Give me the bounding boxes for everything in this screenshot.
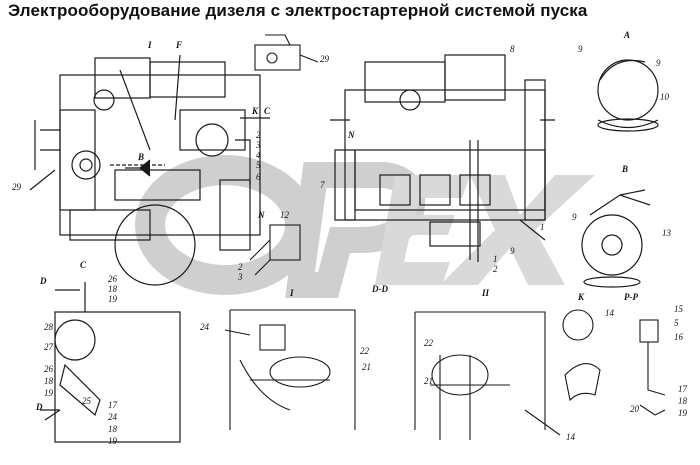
detail-c-bracket — [40, 282, 181, 443]
callout-label: 17 — [108, 400, 118, 410]
callout-label: C — [80, 260, 87, 270]
detail-ii-harness — [414, 311, 561, 440]
callout-label: 6 — [256, 172, 261, 182]
callout-label: 4 — [256, 150, 261, 160]
engine-side-view-left — [29, 54, 270, 286]
callout-label: N — [347, 130, 355, 140]
callout-label: 3 — [255, 140, 261, 150]
callout-label: 5 — [674, 318, 679, 328]
callout-label: 27 — [44, 342, 54, 352]
detail-a-starter-relay — [597, 59, 659, 132]
callout-label: F — [175, 40, 182, 50]
callout-label: 7 — [320, 180, 325, 190]
callout-label: 22 — [424, 338, 434, 348]
callout-label: 18 — [44, 376, 54, 386]
callout-label: 26 — [44, 364, 54, 374]
callout-label: 1 — [493, 254, 498, 264]
callout-label: 22 — [360, 346, 370, 356]
callout-label: 10 — [660, 92, 670, 102]
detail-b-connector — [581, 189, 651, 288]
callout-label: 9 — [578, 44, 583, 54]
callout-label: B — [137, 152, 144, 162]
callout-label: 17 — [678, 384, 688, 394]
callout-label: 29 — [12, 182, 22, 192]
callout-label: 28 — [44, 322, 54, 332]
callout-label: 1 — [540, 222, 545, 232]
detail-i-harness — [224, 309, 356, 430]
callout-label: 19 — [678, 408, 688, 418]
callout-label: C — [264, 106, 271, 116]
callout-label: 19 — [108, 294, 118, 304]
callout-label: 24 — [108, 412, 118, 422]
callout-label: K — [577, 292, 585, 302]
callout-label: 8 — [510, 44, 515, 54]
detail-p-p-cable — [639, 319, 666, 416]
callout-label: 9 — [510, 246, 515, 256]
callout-label: 20 — [630, 404, 640, 414]
callout-label: 2 — [493, 264, 498, 274]
callout-label: 16 — [674, 332, 684, 342]
callout-label: 12 — [280, 210, 290, 220]
callout-label: 29 — [320, 54, 330, 64]
callout-label: 25 — [82, 396, 92, 406]
callout-label: 21 — [362, 362, 371, 372]
callout-label: 26 — [108, 274, 118, 284]
callout-label: 18 — [108, 424, 118, 434]
callout-label: N — [257, 210, 265, 220]
callout-label: D — [35, 402, 43, 412]
callout-label: D — [39, 276, 47, 286]
callout-label: 24 — [200, 322, 210, 332]
callout-label: 5 — [256, 160, 261, 170]
detail-k-plug — [562, 309, 601, 402]
callout-label: 9 — [572, 212, 577, 222]
callout-label: II — [481, 288, 490, 298]
callout-label: I — [289, 288, 294, 298]
callout-label: B — [621, 164, 628, 174]
watermark-logo — [135, 155, 595, 298]
callout-label: 19 — [108, 436, 118, 446]
callout-label: 18 — [678, 396, 688, 406]
callout-label: 14 — [566, 432, 576, 442]
callout-label: 19 — [44, 388, 54, 398]
callout-label: 15 — [674, 304, 684, 314]
callout-label: 14 — [605, 308, 615, 318]
callout-label: 3 — [237, 272, 243, 282]
engine-front-view-center — [330, 54, 555, 262]
callout-label: 13 — [662, 228, 672, 238]
callout-label: 2 — [238, 262, 243, 272]
callout-label: 9 — [656, 58, 661, 68]
detail-n-wiring — [249, 224, 301, 276]
callout-label: D-D — [371, 284, 388, 294]
callout-label: A — [623, 30, 630, 40]
diagram-title: Электрооборудование дизеля с электростар… — [8, 1, 588, 20]
callout-label: K — [251, 106, 259, 116]
callout-label: 18 — [108, 284, 118, 294]
callout-label: P-P — [624, 292, 638, 302]
callout-label: 21 — [424, 376, 433, 386]
callout-label: 2 — [256, 130, 261, 140]
top-fitting-detail — [254, 34, 319, 71]
callout-label: I — [147, 40, 152, 50]
